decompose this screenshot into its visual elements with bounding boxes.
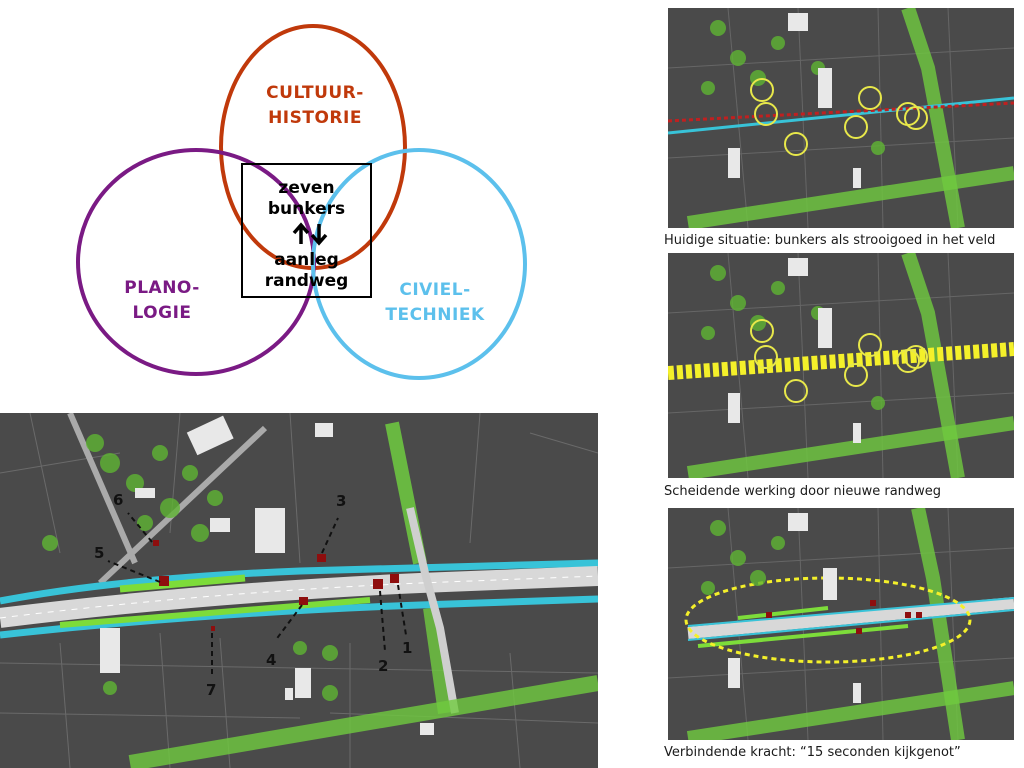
leader-lines — [107, 512, 407, 675]
green-strip-south — [59, 597, 371, 628]
marker-1: 1 — [402, 639, 412, 657]
up-down-arrows-icon — [292, 222, 328, 246]
panel-current-situation — [668, 8, 1014, 228]
center-line3: aanleg — [274, 250, 339, 270]
panel2-drawing — [668, 253, 1014, 478]
water-north — [0, 559, 598, 605]
plano-line2: LOGIE — [132, 303, 192, 323]
center-box — [241, 163, 372, 298]
plan-map: 1 2 3 4 5 6 7 — [0, 413, 598, 768]
panel-separating-effect — [668, 253, 1014, 478]
civieltechniek-circle — [311, 148, 527, 380]
panel-connecting-power — [668, 508, 1014, 740]
civieltechniek-label: CIVIEL- TECHNIEK — [370, 278, 500, 328]
center-text-top: zeven bunkers — [241, 178, 372, 220]
diagonal-road-right — [97, 425, 268, 586]
planologie-label: PLANO- LOGIE — [102, 276, 222, 326]
panel1-drawing — [668, 8, 1014, 228]
marker-2: 2 — [378, 657, 388, 675]
green-strip-north — [119, 574, 246, 593]
water-south — [0, 595, 598, 639]
plan-map-drawing: 1 2 3 4 5 6 7 — [0, 413, 598, 768]
civiel-line2: TECHNIEK — [385, 305, 485, 325]
cultuur-line2: HISTORIE — [268, 108, 362, 128]
panel2-caption: Scheidende werking door nieuwe randweg — [664, 484, 942, 499]
marker-7: 7 — [206, 681, 216, 699]
tree-row-south — [128, 675, 598, 768]
marker-4: 4 — [266, 651, 276, 669]
center-line2: bunkers — [267, 199, 346, 219]
center-line1: zeven — [278, 178, 335, 198]
bunkers — [153, 540, 399, 631]
center-text-bottom: aanleg randweg — [241, 250, 372, 292]
tree-cluster — [42, 434, 338, 701]
diagonal-road-left — [67, 413, 138, 565]
center-line4: randweg — [264, 271, 349, 291]
cultuur-line1: CULTUUR- — [266, 83, 364, 103]
tree-row-vertical-south — [423, 607, 452, 714]
crossing-road — [406, 507, 459, 714]
marker-6: 6 — [113, 491, 123, 509]
plano-line1: PLANO- — [124, 278, 200, 298]
panel3-caption: Verbindende kracht: “15 seconden kijkgen… — [664, 745, 961, 760]
marker-5: 5 — [94, 544, 104, 562]
marker-3: 3 — [336, 492, 346, 510]
venn-diagram: CULTUUR- HISTORIE PLANO- LOGIE CIVIEL- T… — [0, 0, 640, 400]
civiel-line1: CIVIEL- — [399, 280, 471, 300]
venn-circles — [76, 24, 527, 380]
cultuurhistorie-label: CULTUUR- HISTORIE — [250, 81, 380, 131]
buildings — [100, 415, 434, 735]
panel3-drawing — [668, 508, 1014, 740]
panel1-caption: Huidige situatie: bunkers als strooigoed… — [664, 233, 996, 248]
